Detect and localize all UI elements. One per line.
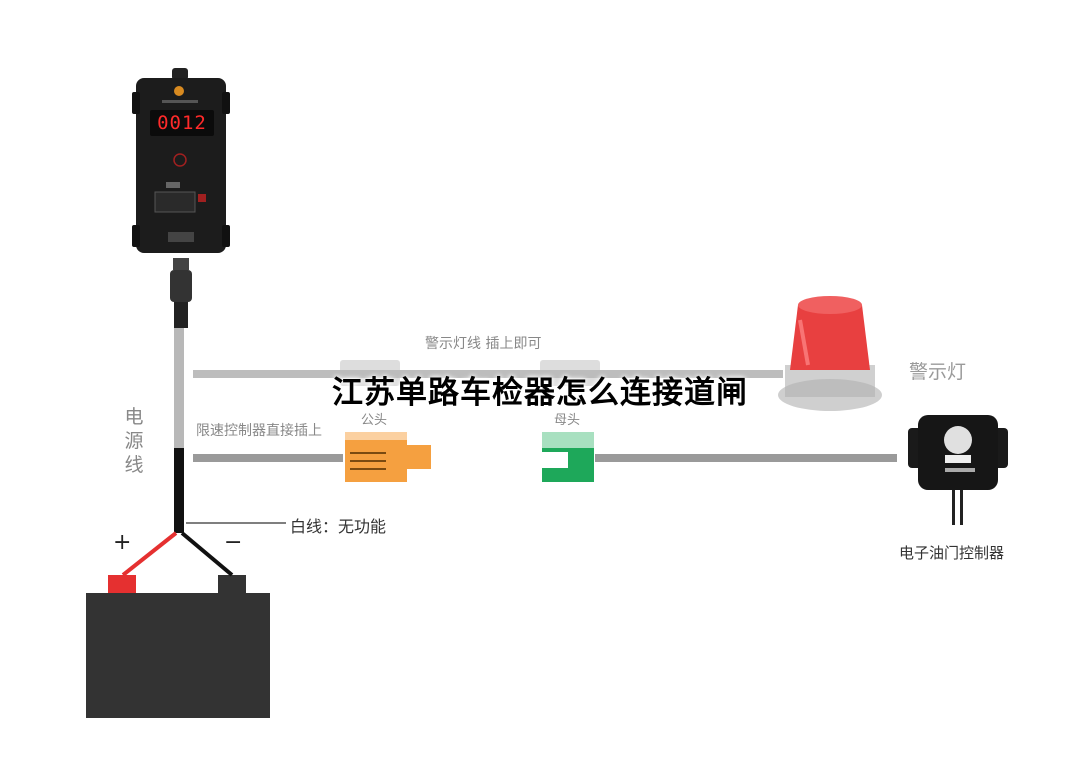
cable-gray-section <box>174 328 184 448</box>
plus-sign: + <box>113 530 132 555</box>
warning-light-wire <box>193 370 783 378</box>
power-line-label: 电源线 <box>124 406 144 476</box>
warning-light-label: 警示灯 <box>909 361 967 383</box>
page-title: 江苏单路车检器怎么连接道闸 <box>332 375 748 411</box>
white-wire-label: 白线：无功能 <box>290 517 387 536</box>
male-plug <box>345 432 431 482</box>
detector-display-value: 0012 <box>157 112 207 134</box>
throttle-controller <box>908 415 1008 525</box>
warning-light <box>778 296 882 411</box>
male-plug-label: 公头 <box>361 413 388 428</box>
speed-controller-wire-right <box>595 454 897 462</box>
cable-black-section <box>174 448 184 533</box>
minus-sign: − <box>224 530 243 555</box>
warning-line-label: 警示灯线 插上即可 <box>425 336 542 352</box>
speed-line-label: 限速控制器直接插上 <box>196 423 322 439</box>
vehicle-detector-device <box>132 68 230 328</box>
led-display <box>150 110 214 136</box>
speed-controller-wire-left <box>193 454 343 462</box>
female-plug <box>542 432 594 482</box>
warning-wire-plugs <box>340 360 600 386</box>
power-led-icon <box>173 153 187 167</box>
throttle-controller-label: 电子油门控制器 <box>899 544 1005 562</box>
female-plug-label: 母头 <box>554 413 581 428</box>
battery <box>86 522 286 718</box>
